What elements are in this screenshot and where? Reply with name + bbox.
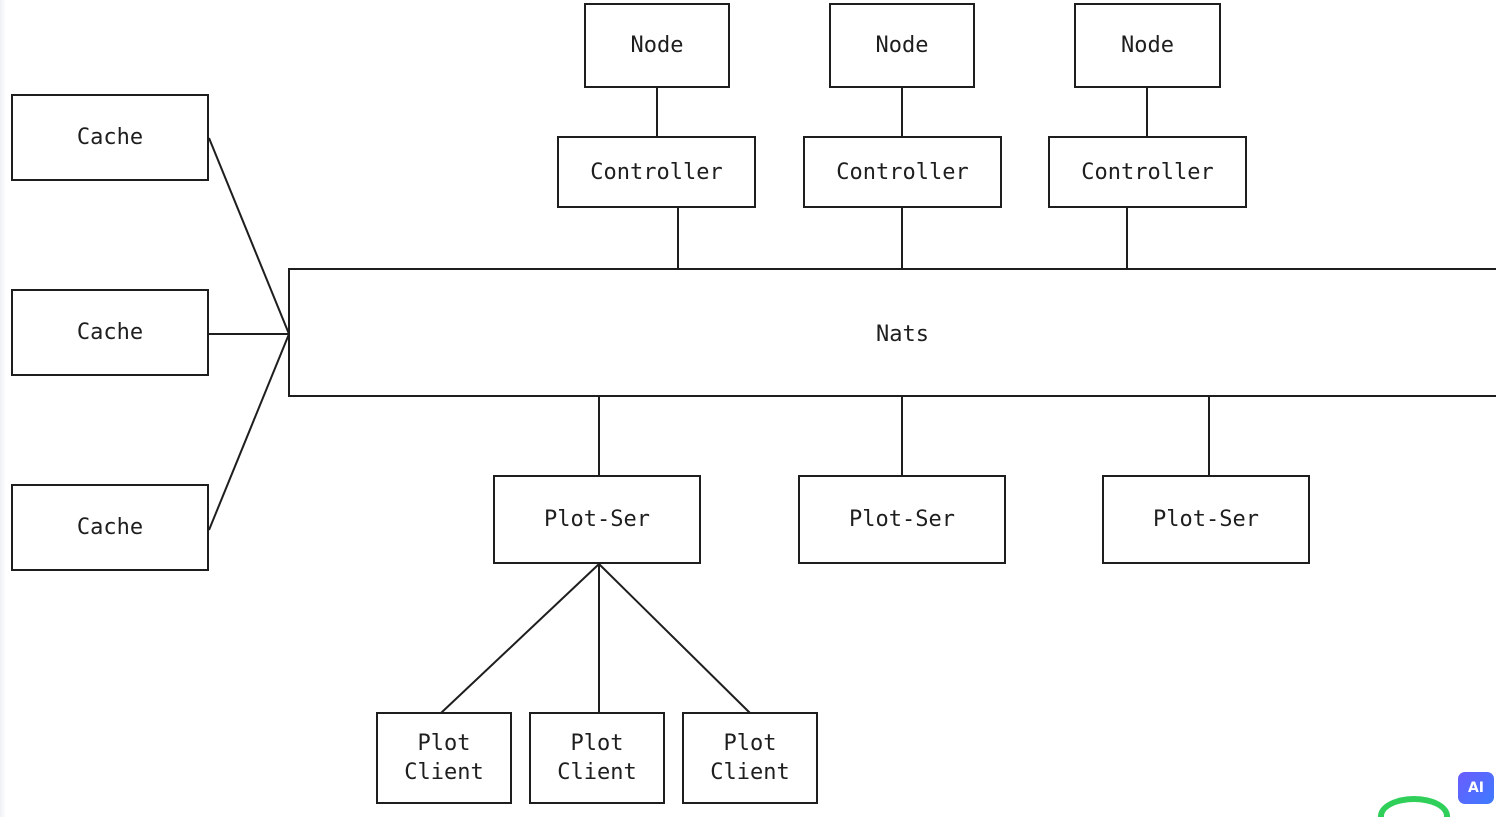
edge-plot-ser-1-client-1 <box>440 563 600 714</box>
cache-box-2[interactable]: Cache <box>11 289 209 376</box>
cache-box-3[interactable]: Cache <box>11 484 209 571</box>
controller-box-2[interactable]: Controller <box>803 136 1002 208</box>
edge-cache-1-nats <box>208 137 290 335</box>
edge-plot-ser-1-client-3 <box>598 563 751 714</box>
edge-cache-3-nats <box>208 333 290 531</box>
node-box-1[interactable]: Node <box>584 3 730 88</box>
plot-client-box-2[interactable]: Plot Client <box>529 712 665 804</box>
controller-box-3[interactable]: Controller <box>1048 136 1247 208</box>
ai-assistant-button[interactable]: AI <box>1458 772 1494 804</box>
cache-box-1[interactable]: Cache <box>11 94 209 181</box>
nats-bus-box[interactable]: Nats <box>288 268 1496 397</box>
controller-box-1[interactable]: Controller <box>557 136 756 208</box>
plot-client-box-1[interactable]: Plot Client <box>376 712 512 804</box>
plot-client-box-3[interactable]: Plot Client <box>682 712 818 804</box>
plot-ser-box-2[interactable]: Plot-Ser <box>798 475 1006 564</box>
left-edge-shadow <box>0 0 6 817</box>
node-box-3[interactable]: Node <box>1074 3 1221 88</box>
plot-ser-box-1[interactable]: Plot-Ser <box>493 475 701 564</box>
plot-ser-box-3[interactable]: Plot-Ser <box>1102 475 1310 564</box>
node-box-2[interactable]: Node <box>829 3 975 88</box>
nats-label: Nats <box>876 322 929 347</box>
